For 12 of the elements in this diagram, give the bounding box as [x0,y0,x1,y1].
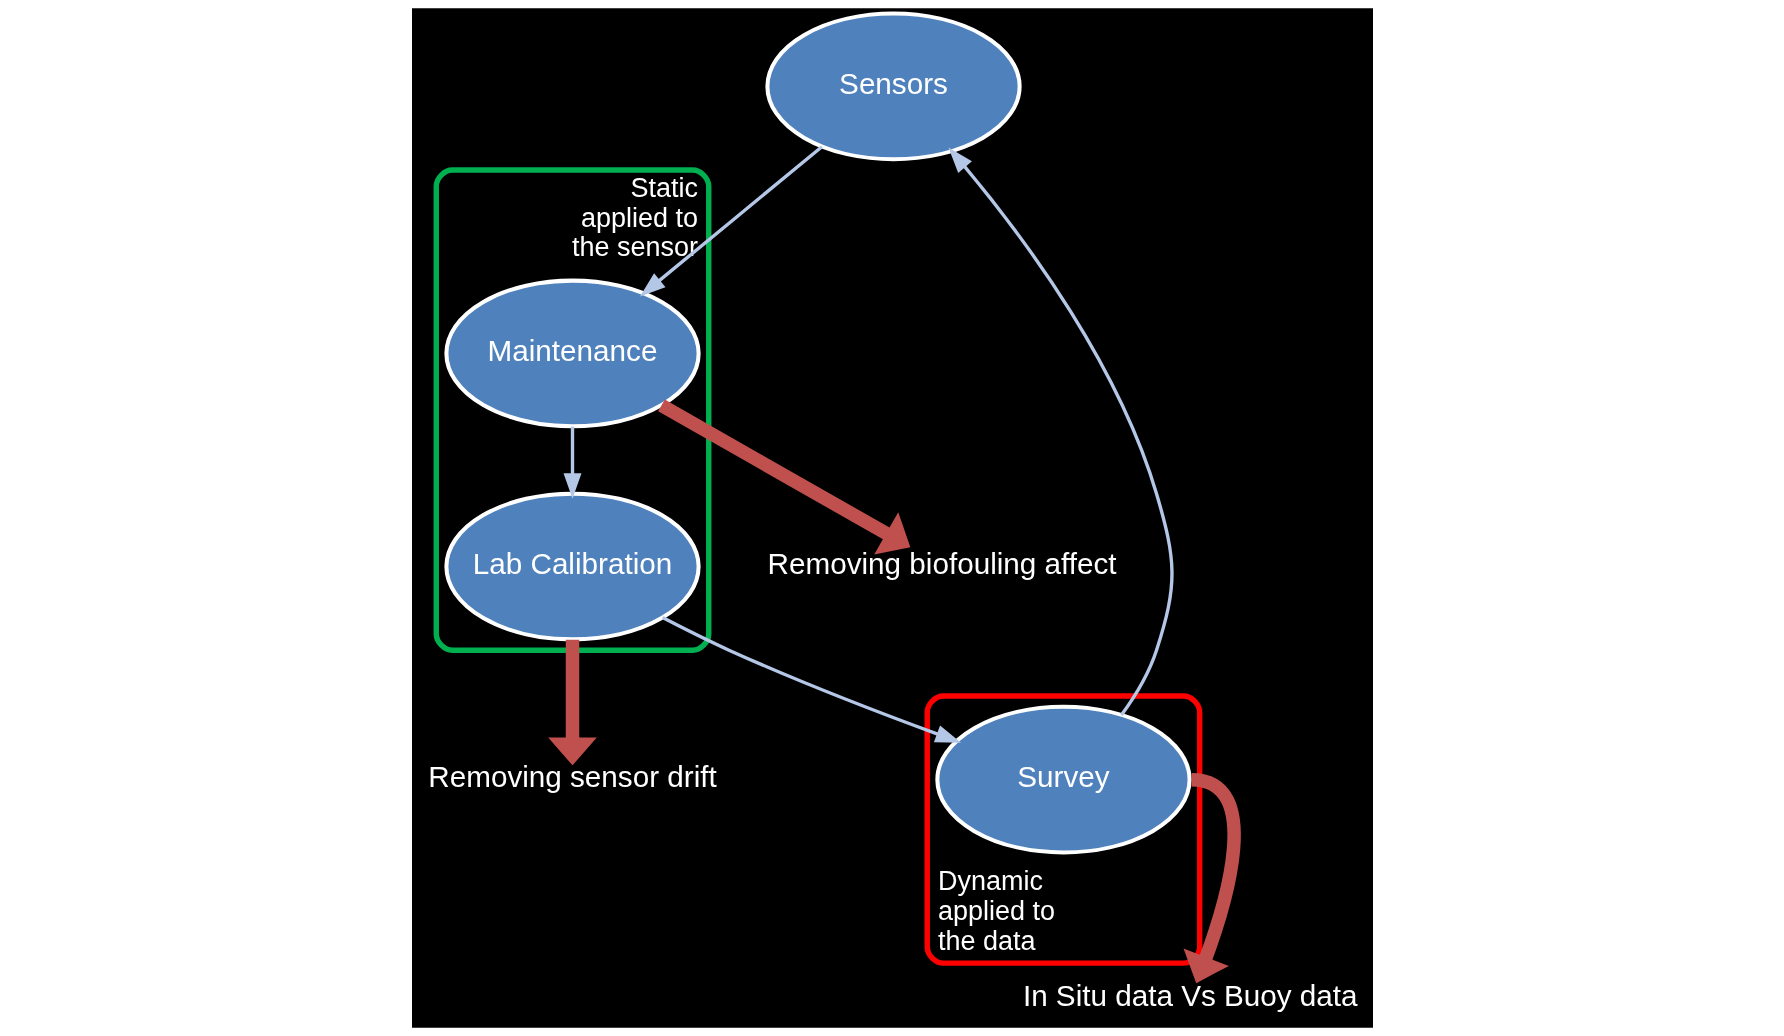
arrow [657,399,910,555]
arrow [661,616,961,743]
node-text: Removing sensor drift [427,760,717,794]
arrow [639,145,823,297]
node-ellipse: Lab Calibration [443,491,701,642]
arrow [948,147,1174,716]
arrow [563,426,581,499]
node-ellipse: Sensors [764,11,1022,162]
arrow [547,639,597,766]
node-text: In Situ data Vs Buoy data [1022,978,1358,1012]
node-text: Removing biofouling affect [767,547,1117,581]
node-ellipse: Maintenance [443,278,701,429]
